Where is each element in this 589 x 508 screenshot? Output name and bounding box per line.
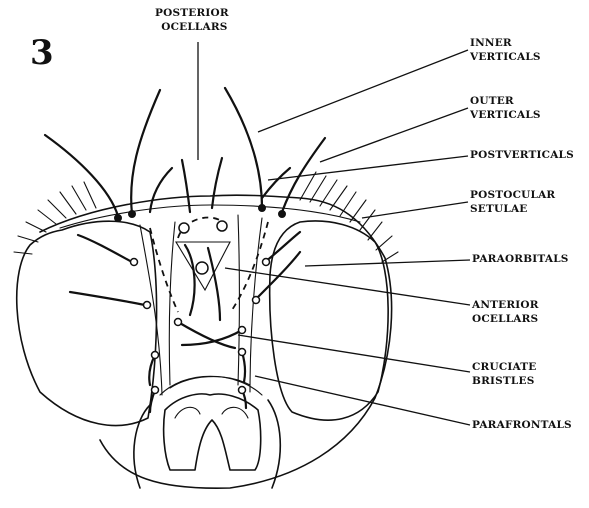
socket-inner-vertical-right	[259, 205, 266, 212]
frontal-vitta-right	[238, 215, 240, 385]
label-line: OCELLARS	[155, 20, 229, 34]
label-line: ANTERIOR	[472, 298, 539, 312]
leader-cruciate-bristles	[238, 335, 470, 372]
postocular-setula-r8	[368, 222, 382, 240]
postocular-setula-l7	[18, 236, 38, 242]
anterior-ocellar-bristle-right	[208, 248, 220, 320]
postvertical-bristle-right	[262, 168, 290, 198]
socket-parafrontal-left-1	[152, 352, 159, 359]
label-line: POSTOCULAR	[470, 188, 555, 202]
face-lower-outline-right	[268, 400, 280, 488]
label-line: VERTICALS	[470, 50, 541, 64]
socket-paraorbital-left-2	[144, 302, 151, 309]
label-line: INNER	[470, 36, 541, 50]
posterior-ocellus-left	[179, 223, 189, 233]
postocular-setula-r7	[360, 210, 375, 230]
anterior-ocellar-bristle-left	[185, 245, 195, 315]
lunule	[160, 376, 262, 395]
label-line: OUTER	[470, 94, 541, 108]
postocular-setula-r3	[320, 180, 337, 206]
postocular-setula-l5	[38, 210, 56, 224]
posterior-ocellus-right	[217, 221, 227, 231]
socket-outer-vertical-right	[279, 211, 286, 218]
label-postocular-setulae: POSTOCULAR SETULAE	[470, 188, 555, 216]
label-line: OCELLARS	[472, 312, 539, 326]
figure-number: 3	[30, 36, 54, 70]
socket-paraorbital-left-1	[131, 259, 138, 266]
leader-postverticals	[268, 156, 468, 180]
label-line: PARAFRONTALS	[472, 418, 572, 432]
left-compound-eye	[17, 221, 157, 425]
posterior-ocellar-bristle-right	[212, 158, 222, 208]
label-posterior-ocellars: POSTERIOR OCELLARS	[155, 6, 229, 34]
leader-outer-verticals	[320, 108, 468, 162]
label-anterior-ocellars: ANTERIOR OCELLARS	[472, 298, 539, 326]
label-line: POSTERIOR	[155, 6, 229, 20]
ocellar-triangle-left-dash	[150, 228, 178, 312]
parafrontal-bristle-right-1	[242, 352, 245, 382]
postocular-setula-r6	[350, 200, 366, 222]
antennal-socket-left	[175, 407, 200, 418]
label-line: POSTVERTICALS	[470, 148, 574, 162]
label-paraorbitals: PARAORBITALS	[472, 252, 569, 266]
postocular-setula-l3	[60, 192, 76, 214]
socket-cruciate-left	[175, 319, 182, 326]
paraorbital-bristle-left-2	[70, 292, 145, 305]
cruciate-bristle-right	[182, 330, 242, 345]
postocular-setula-r5	[340, 192, 356, 216]
label-inner-verticals: INNER VERTICALS	[470, 36, 541, 64]
socket-paraorbital-right-2	[253, 297, 260, 304]
paraorbital-bristle-left-1	[78, 235, 132, 262]
anterior-ocellus	[196, 262, 208, 274]
postocular-setula-l6	[26, 222, 46, 232]
frons-right-edge	[250, 218, 262, 392]
socket-cruciate-right	[239, 327, 246, 334]
socket-parafrontal-left-2	[152, 387, 159, 394]
ocellar-triangle-right-dash	[232, 222, 268, 310]
label-parafrontals: PARAFRONTALS	[472, 418, 572, 432]
label-cruciate-bristles: CRUCIATE BRISTLES	[472, 360, 537, 388]
leader-postocular-setulae	[362, 202, 468, 218]
leader-anterior-ocellars	[225, 268, 470, 305]
socket-parafrontal-right-1	[239, 349, 246, 356]
postocular-setula-l2	[72, 186, 86, 210]
outer-vertical-bristle-left	[45, 135, 118, 216]
inner-vertical-bristle-left	[131, 90, 160, 214]
socket-outer-vertical-left	[115, 215, 122, 222]
socket-paraorbital-right-1	[263, 259, 270, 266]
label-outer-verticals: OUTER VERTICALS	[470, 94, 541, 122]
postocular-setula-l1	[84, 182, 96, 208]
posterior-ocellar-bristle-left	[182, 160, 190, 212]
label-line: SETULAE	[470, 202, 555, 216]
socket-parafrontal-right-2	[239, 387, 246, 394]
postocular-setula-l4	[48, 200, 66, 218]
right-compound-eye	[270, 221, 388, 420]
antennal-socket-right	[222, 407, 248, 418]
label-line: VERTICALS	[470, 108, 541, 122]
postocular-setula-l8	[14, 252, 32, 254]
inner-vertical-bristle-right	[225, 88, 262, 208]
label-postverticals: POSTVERTICALS	[470, 148, 574, 162]
postocular-setula-r2	[310, 176, 326, 202]
label-line: PARAORBITALS	[472, 252, 569, 266]
vertex-strip	[60, 205, 360, 228]
label-line: BRISTLES	[472, 374, 537, 388]
postocular-setula-r4	[330, 186, 347, 210]
label-line: CRUCIATE	[472, 360, 537, 374]
postvertical-bristle-left	[150, 168, 172, 212]
postocular-setula-r9	[376, 236, 392, 250]
socket-inner-vertical-left	[129, 211, 136, 218]
